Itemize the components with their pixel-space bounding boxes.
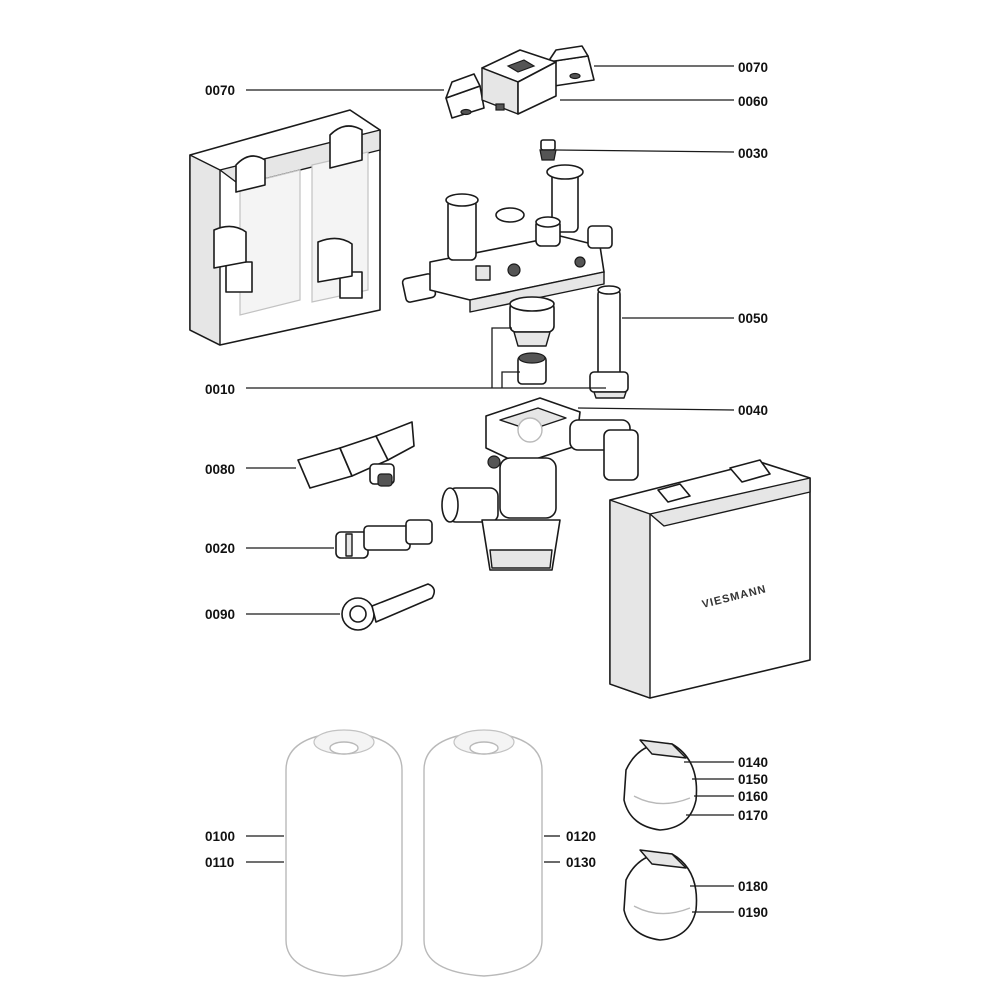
cap-lower: [623, 849, 698, 941]
callout-0160: 0160: [738, 789, 768, 804]
callout-labels: 0070 0070 0060 0030 0050 0010 0040 0080 …: [205, 60, 768, 920]
callout-0130: 0130: [566, 855, 596, 870]
callout-0010: 0010: [205, 382, 235, 397]
tank-left: [285, 729, 403, 977]
leader-lines: [246, 65, 735, 913]
tank-right: [423, 729, 543, 977]
callout-0180: 0180: [738, 879, 768, 894]
callout-0100: 0100: [205, 829, 235, 844]
part-0010-cartridge-upper: [509, 296, 555, 347]
callout-0050: 0050: [738, 311, 768, 326]
part-0050-filter-tube: [589, 285, 629, 399]
insulation-backing-shell: [189, 109, 381, 346]
part-0080-mounting-bracket: [297, 421, 415, 489]
callout-0020: 0020: [205, 541, 235, 556]
callout-0040: 0040: [738, 403, 768, 418]
part-0040-pressure-reducer: [441, 397, 639, 571]
callout-0080: 0080: [205, 462, 235, 477]
part-0060-display-module: [481, 49, 557, 115]
cap-upper: [623, 739, 698, 831]
callout-0070-left: 0070: [205, 83, 235, 98]
part-0010-cartridge-lower: [517, 352, 547, 385]
callout-0030: 0030: [738, 146, 768, 161]
part-0030-vent-valve: [539, 139, 557, 161]
part-0070-clip-left: [445, 73, 485, 119]
part-0020-threaded-fitting: [335, 519, 433, 559]
callout-0070-right: 0070: [738, 60, 768, 75]
insulation-front-cover: VIESMANN: [609, 459, 811, 699]
part-0070-clip-right: [547, 45, 595, 87]
callout-0090: 0090: [205, 607, 235, 622]
part-0090-spanner-wrench: [341, 583, 436, 631]
callout-0060: 0060: [738, 94, 768, 109]
callout-0120: 0120: [566, 829, 596, 844]
callout-0110: 0110: [205, 855, 234, 870]
callout-0140: 0140: [738, 755, 768, 770]
callout-0170: 0170: [738, 808, 768, 823]
valve-manifold-assembly: [401, 164, 613, 313]
callout-0190: 0190: [738, 905, 768, 920]
callout-0150: 0150: [738, 772, 768, 787]
